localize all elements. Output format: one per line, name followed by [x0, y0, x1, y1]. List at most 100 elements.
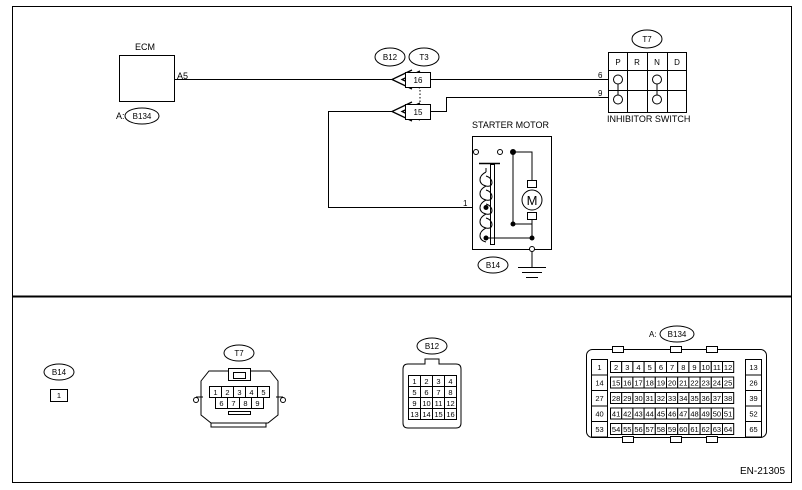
- b134-pin-53: 53: [595, 425, 603, 434]
- inhibitor-switch: T7 P R N D 6 9 INHIBITOR SWITCH: [598, 29, 690, 124]
- b134-pin-1: 1: [597, 363, 601, 372]
- b134-pin-32: 32: [657, 394, 665, 403]
- ecm-block: ECM A5 A: B134: [116, 42, 188, 125]
- b134-pin-65-cell: [745, 421, 762, 438]
- b134-pin-59: 59: [668, 425, 676, 434]
- b12-pin-4: 4: [448, 377, 452, 386]
- b134-pin-52: 52: [749, 410, 757, 419]
- motor-symbol-label: M: [527, 193, 538, 208]
- b134-pin-24: 24: [713, 378, 721, 387]
- b134-pin-6: 6: [659, 363, 663, 372]
- b14-pin-box: [50, 389, 68, 402]
- starter-connector-id: B14: [486, 261, 501, 270]
- b12-badge: [416, 337, 448, 355]
- b134-pin-56: 56: [634, 425, 642, 434]
- t7-badge: [223, 344, 255, 362]
- b134-pin-2: 2: [614, 363, 618, 372]
- b12-pin-1: 1: [412, 377, 416, 386]
- starter-motor: STARTER MOTOR M 1 B14: [463, 120, 552, 278]
- inhibitor-pos-r: R: [634, 58, 640, 67]
- b134-badge: [659, 325, 695, 343]
- b134-pin-15: 15: [612, 378, 620, 387]
- b134-pin-45: 45: [657, 409, 665, 418]
- t7-pin-6: 6: [219, 399, 223, 408]
- junction-pin-box-top: [405, 72, 431, 88]
- ecm-connector-prefix: A:: [116, 111, 125, 121]
- b134-pin-18: 18: [646, 378, 654, 387]
- b134-pin-41: 41: [612, 409, 620, 418]
- b12-pin-10: 10: [422, 399, 430, 408]
- b12-pin-16-cell: [444, 408, 457, 420]
- b134-pin-27: 27: [595, 394, 603, 403]
- b134-pin-57: 57: [646, 425, 654, 434]
- t7-pin-3: 3: [237, 388, 241, 397]
- b12-pin-9: 9: [412, 399, 416, 408]
- b134-pin-8: 8: [681, 363, 685, 372]
- b134-prefix: A:: [649, 330, 657, 339]
- b134-pin-5: 5: [648, 363, 652, 372]
- ground-terminal: [529, 246, 535, 252]
- t7-name: T7: [234, 349, 244, 358]
- b12-pin-11: 11: [435, 399, 443, 408]
- b12-pin-2: 2: [424, 377, 428, 386]
- b134-pin-28: 28: [612, 394, 620, 403]
- b134-pin-55: 55: [623, 425, 631, 434]
- b134-pin-23: 23: [702, 378, 710, 387]
- diagram-frame: [12, 6, 792, 483]
- t7-pin-9: 9: [255, 399, 259, 408]
- wire-junction-to-inhibitor-9: [430, 97, 608, 112]
- t7-pin-2: 2: [225, 388, 229, 397]
- b134-pin-64: 64: [724, 425, 732, 434]
- starter-connector-badge: [477, 256, 509, 274]
- b134-pin-34: 34: [679, 394, 687, 403]
- b14-pin-1: 1: [57, 391, 61, 400]
- inhibitor-pos-n: N: [654, 58, 660, 67]
- t7-pin-9-cell: [251, 397, 264, 409]
- b134-pin-37: 37: [713, 394, 721, 403]
- ecm-connector-id: B134: [133, 112, 152, 121]
- b12-pin-13: 13: [410, 410, 418, 419]
- b12-pin-14: 14: [422, 410, 430, 419]
- starter-pin-node: [483, 205, 489, 210]
- b134-pin-19: 19: [657, 378, 665, 387]
- b134-pin-3: 3: [625, 363, 629, 372]
- b134-pin-35: 35: [690, 394, 698, 403]
- b134-pin-9: 9: [692, 363, 696, 372]
- b134-pin-26: 26: [749, 379, 757, 388]
- b134-pin-40: 40: [595, 410, 603, 419]
- b134-pin-43: 43: [634, 409, 642, 418]
- b134-pin-21: 21: [679, 378, 687, 387]
- starter-plunger: [490, 164, 495, 245]
- inhibitor-contact-p-bottom: [613, 94, 623, 105]
- b134-pin-17: 17: [634, 378, 642, 387]
- starter-motor-feed: [513, 151, 533, 182]
- ecm-connector-badge: [124, 107, 160, 125]
- junction-conn2-id: T3: [419, 53, 429, 62]
- b12-pin-3: 3: [436, 377, 440, 386]
- b134-pin-42: 42: [623, 409, 631, 418]
- b134-pin-12-cell: [722, 361, 735, 373]
- inhibitor-contact-n-top: [652, 74, 662, 85]
- b134-pin-64-cell: [722, 423, 735, 435]
- b134-pin-63: 63: [713, 425, 721, 434]
- t7-pin-5: 5: [261, 388, 265, 397]
- b134-pin-20: 20: [668, 378, 676, 387]
- b134-pin-38: 38: [724, 394, 732, 403]
- inhibitor-pos-p: P: [615, 58, 620, 67]
- inhibitor-connector-id: T7: [642, 35, 652, 44]
- inhibitor-connector-badge: [631, 29, 663, 49]
- junction-conn1-id: B12: [383, 53, 398, 62]
- b134-pin-47: 47: [679, 409, 687, 418]
- b134-pin-30: 30: [634, 394, 642, 403]
- inhibitor-pin-bottom: 9: [598, 89, 603, 98]
- b12-pin-16: 16: [446, 410, 454, 419]
- b12-pin-12: 12: [446, 399, 454, 408]
- ecm-pin-label: A5: [177, 71, 188, 81]
- b134-pin-11: 11: [713, 363, 721, 372]
- junction-connector: B12 T3 16 15: [374, 47, 440, 122]
- b134-pin-25: 25: [724, 378, 732, 387]
